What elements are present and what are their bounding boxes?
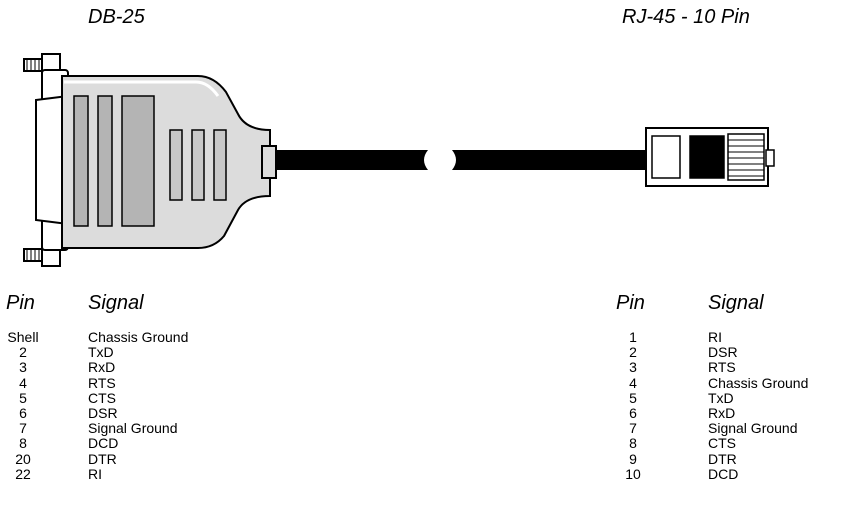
signal-name: RxD (88, 359, 116, 376)
pin-number: 2 (629, 344, 637, 361)
signal-name: Signal Ground (708, 420, 798, 437)
signal-name: CTS (708, 435, 736, 452)
pin-number: 5 (629, 389, 637, 406)
signal-column-header: Signal (88, 292, 144, 314)
pin-number: 9 (629, 450, 637, 467)
signal-name: Chassis Ground (88, 329, 189, 345)
signal-name: RTS (708, 359, 736, 376)
signal-name: RI (88, 465, 102, 482)
signal-name: DSR (708, 344, 738, 361)
pin-column-header: Pin (616, 292, 645, 314)
cable-left-segment (276, 150, 428, 170)
signal-name: DSR (88, 404, 118, 421)
signal-name: RxD (708, 404, 736, 421)
pin-number: 3 (629, 359, 637, 376)
signal-name: DTR (88, 450, 117, 467)
pin-number: 4 (629, 374, 637, 391)
pin-number: 2 (19, 344, 27, 361)
signal-name: Signal Ground (88, 420, 178, 437)
signal-name: DCD (88, 435, 119, 452)
cable-right-segment (452, 150, 646, 170)
signal-name: Chassis Ground (708, 374, 809, 391)
pin-number: 6 (629, 404, 637, 421)
pin-number: Shell (7, 329, 39, 345)
signal-name: DCD (708, 465, 739, 482)
signal-column-header: Signal (708, 292, 764, 314)
pin-number: 3 (19, 359, 27, 376)
rj45-pinout-table: Pin Signal 1 RI 2 DSR 3 RTS 4 Chassis Ground 5 Tx… (610, 292, 850, 522)
db25-connector-icon (23, 53, 277, 267)
pin-number: 5 (19, 389, 27, 406)
signal-name: CTS (88, 389, 116, 406)
pin-number: 20 (15, 450, 31, 467)
rj45-title: RJ-45 - 10 Pin (622, 6, 750, 28)
pin-number: 4 (19, 374, 27, 391)
rj45-plug-icon (645, 127, 775, 187)
pin-number: 22 (15, 465, 31, 482)
signal-name: RI (708, 329, 722, 345)
pin-number: 7 (19, 420, 27, 437)
pin-number: 6 (19, 404, 27, 421)
db25-title: DB-25 (88, 6, 145, 28)
signal-name: RTS (88, 374, 116, 391)
cable-illustration (23, 53, 775, 267)
signal-name: DTR (708, 450, 737, 467)
pin-column-header: Pin (6, 292, 35, 314)
signal-name: TxD (88, 344, 114, 361)
signal-name: TxD (708, 389, 734, 406)
pin-number: 10 (625, 465, 641, 482)
pin-number: 1 (629, 329, 637, 345)
pin-number: 7 (629, 420, 637, 437)
pin-number: 8 (19, 435, 27, 452)
pin-number: 8 (629, 435, 637, 452)
